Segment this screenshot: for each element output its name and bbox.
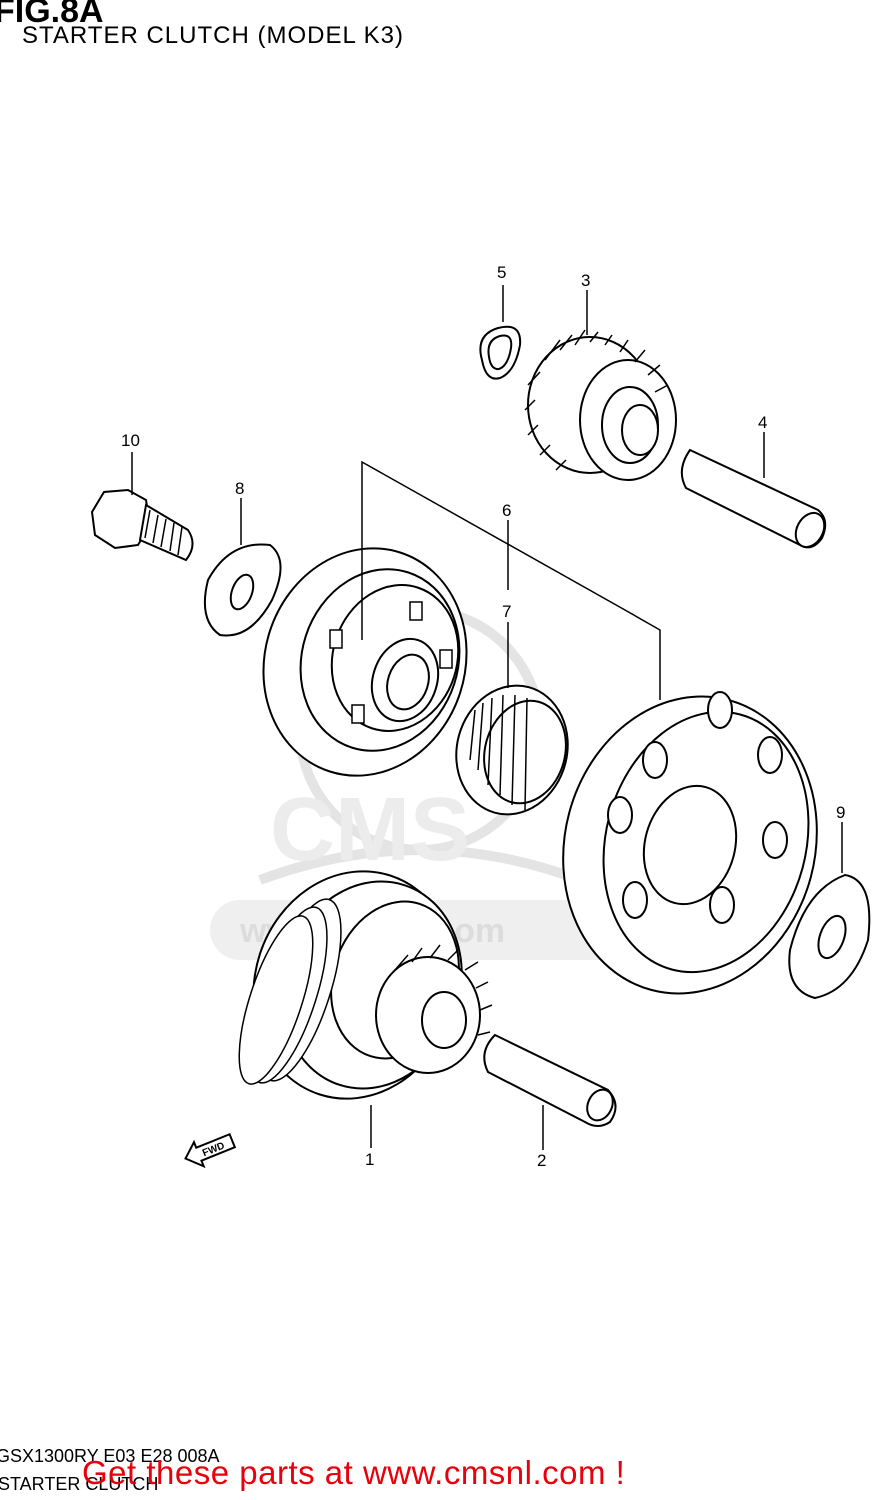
callout-9: 9 <box>836 803 845 822</box>
callout-10: 10 <box>121 431 140 450</box>
watermark-brand: CMS <box>270 780 470 880</box>
part-9-washer[interactable] <box>788 873 871 1000</box>
callout-1: 1 <box>365 1150 374 1169</box>
fwd-arrow-icon: FWD <box>184 1132 237 1169</box>
callout-7: 7 <box>502 602 511 621</box>
part-1-clutch-gear[interactable] <box>224 845 493 1126</box>
callout-6: 6 <box>502 501 511 520</box>
callout-4: 4 <box>758 413 767 432</box>
part-7-needle-bearing[interactable] <box>442 673 582 827</box>
callout-5: 5 <box>497 263 506 282</box>
figure-number: FIG.8A <box>0 0 104 30</box>
diagram-code: GSX1300RY E03 E28 008A <box>0 1446 220 1466</box>
part-3-idle-gear[interactable] <box>524 329 677 481</box>
figure-subtitle: STARTER CLUTCH (MODEL K3) <box>22 22 404 49</box>
group-bracket <box>361 460 661 700</box>
callout-3: 3 <box>581 271 590 290</box>
leader-lines <box>131 285 843 1150</box>
part-5-circlip[interactable] <box>479 325 522 380</box>
part-8-washer[interactable] <box>203 543 282 637</box>
callout-2: 2 <box>537 1151 546 1170</box>
part-10-bolt[interactable] <box>90 488 194 562</box>
part-4-shaft[interactable] <box>680 448 830 552</box>
part-2-shaft[interactable] <box>483 1033 617 1127</box>
starter-clutch-gear[interactable] <box>530 668 849 1022</box>
diagram-caption: STARTER CLUTCH <box>0 1474 159 1494</box>
callout-8: 8 <box>235 479 244 498</box>
promo-link[interactable]: Get these parts at www.cmsnl.com ! <box>82 1454 626 1491</box>
part-6-clutch-housing[interactable] <box>234 522 495 803</box>
